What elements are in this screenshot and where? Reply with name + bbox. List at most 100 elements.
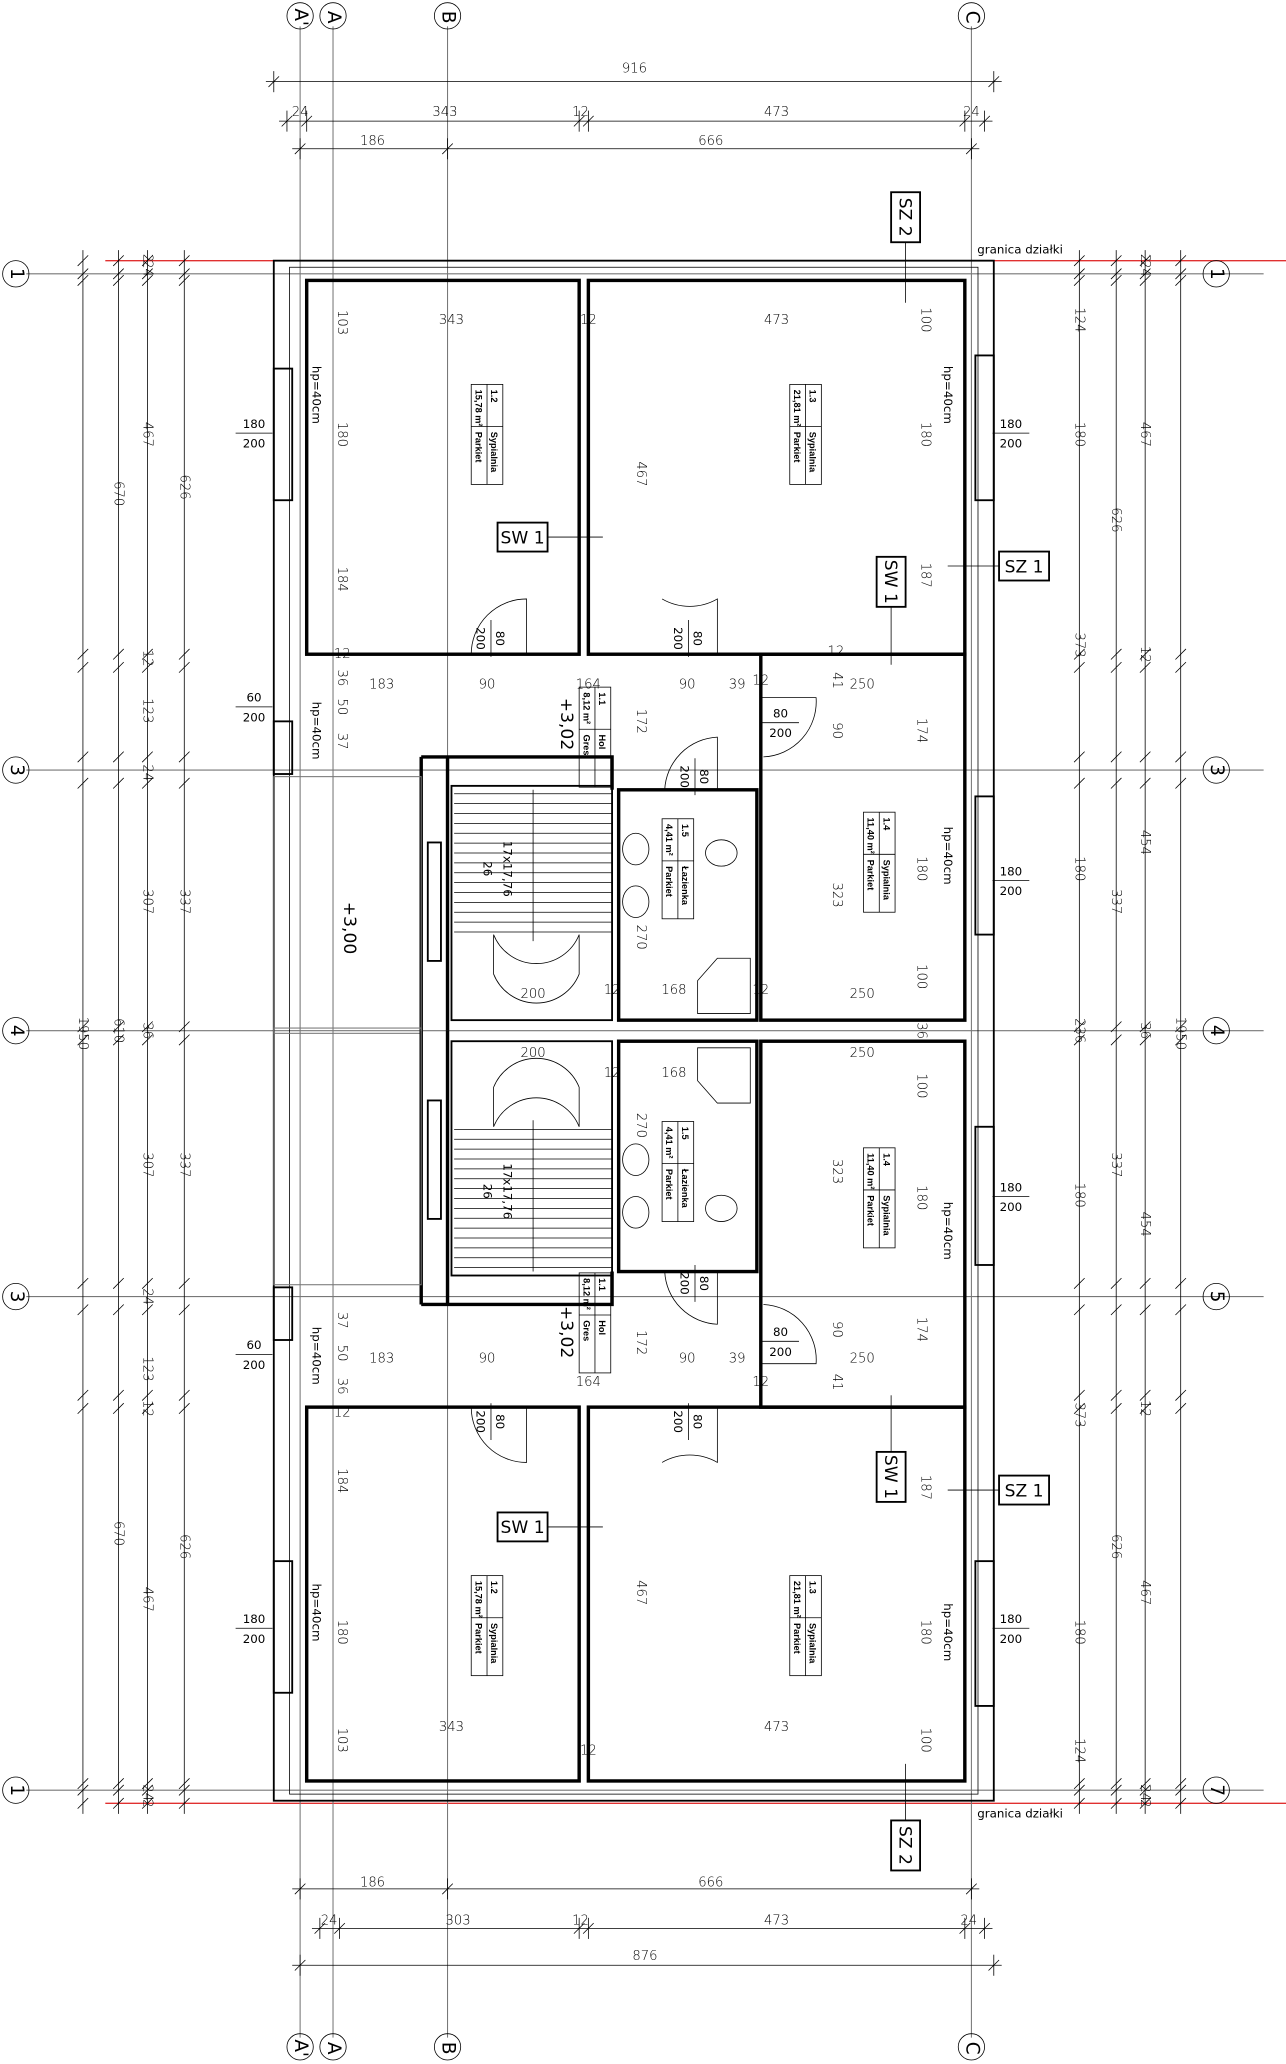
dimension-label: 100 <box>913 1073 928 1098</box>
dimension-tick <box>141 1021 153 1033</box>
window-size-height: 200 <box>1000 884 1023 898</box>
section-marker-sw-box <box>496 521 549 553</box>
dimension-tick <box>112 751 125 763</box>
room-area: 4,41 m² <box>664 824 674 856</box>
dimension-tick <box>178 661 190 673</box>
dimension-label: 473 <box>764 313 789 328</box>
room-name: Sypialnia <box>881 1195 891 1236</box>
dimension-label: 180 <box>334 422 349 447</box>
door-size-width: 80 <box>773 706 788 720</box>
dimension-tick <box>112 274 125 286</box>
dimension-label: 200 <box>521 1046 546 1061</box>
dimension-label: 2 <box>139 1799 154 1807</box>
axis-label: A <box>323 2042 344 2055</box>
level-mark: +3,02 <box>556 698 576 750</box>
dimension-label: 337 <box>1108 1152 1123 1177</box>
bathroom-wall <box>616 788 759 1022</box>
dimension-tick <box>1073 777 1085 789</box>
door-swing <box>470 598 527 655</box>
dimension-label: 12 <box>604 983 621 998</box>
section-marker-sw: SW 1 <box>875 1450 907 1503</box>
door-size-width: 80 <box>493 1414 507 1429</box>
stairs-tread-label: 26 <box>481 1184 495 1199</box>
door-size-height: 200 <box>473 1410 487 1433</box>
dimension-label: 250 <box>850 678 875 693</box>
dimension-label: 50 <box>334 1345 349 1362</box>
dimension-tick <box>77 1304 89 1316</box>
dimension-label: 103 <box>334 1728 349 1753</box>
dimension-label: 670 <box>110 481 125 506</box>
dimension-tick <box>1139 661 1151 673</box>
stairs-tread-label: 26 <box>481 861 495 876</box>
window-size-height: 200 <box>243 710 266 724</box>
section-marker-sz1: SZ 1 <box>998 550 1050 582</box>
door-size-height: 200 <box>769 1345 792 1359</box>
dimension-tick <box>1139 648 1151 660</box>
sill-height-label: hp=40cm <box>309 366 323 424</box>
axis-label: 5 <box>1206 1291 1227 1303</box>
dimension-tick <box>141 274 153 286</box>
window-size-height: 200 <box>1000 1632 1023 1646</box>
dimension-tick <box>141 661 153 673</box>
room-area: 21,81 m² <box>792 390 802 427</box>
dimension-label: 24 <box>139 1288 154 1305</box>
window <box>974 795 995 936</box>
dimension-tick <box>77 777 89 789</box>
dimension-tick <box>1073 1778 1085 1790</box>
section-marker-sz2-box <box>890 191 921 244</box>
dimension-tick <box>1110 661 1122 673</box>
dimension-label: 467 <box>1137 1580 1152 1605</box>
window <box>974 1125 995 1266</box>
dimension-tick <box>1139 777 1151 789</box>
window-size-width: 180 <box>1000 417 1023 431</box>
dimension-tick <box>178 274 190 286</box>
dimension-label: 39 <box>729 678 746 693</box>
dimension-tick <box>1175 777 1187 789</box>
dimension-tick <box>178 1784 190 1796</box>
dimension-label: 36 <box>334 1378 349 1395</box>
dimension-label: 626 <box>176 474 191 499</box>
dimension-tick <box>1073 661 1085 673</box>
axis-label: 3 <box>6 764 27 776</box>
room-wall-bedroom <box>304 278 581 656</box>
dimension-tick <box>1175 1402 1187 1414</box>
room-number: 1.5 <box>680 1127 690 1140</box>
door-size: 80 200 <box>473 1403 507 1441</box>
dimension-tick <box>1073 648 1085 660</box>
dimension-label: 270 <box>633 1113 648 1138</box>
section-marker-sw-box <box>875 555 907 608</box>
dimension-label: 1950 <box>1173 1017 1188 1050</box>
room-floor: Parkiet <box>664 1169 674 1200</box>
dimension-label: 24 <box>1137 260 1152 277</box>
dimension-tick <box>1139 1778 1151 1790</box>
dimension-tick <box>141 268 153 280</box>
dimension-label: 24 <box>960 1913 977 1928</box>
axis-bubble <box>433 2 462 30</box>
room-name: Sypialnia <box>808 1623 818 1664</box>
dimension-tick <box>141 1034 153 1046</box>
dimension-label: 124 <box>1071 307 1086 332</box>
dimension-label: 12 <box>752 983 769 998</box>
dimension-label: 373 <box>1071 1402 1086 1427</box>
dimension-label: 180 <box>1071 1620 1086 1645</box>
dimension-tick <box>141 1389 153 1401</box>
dimension-tick <box>1073 1304 1085 1316</box>
dimension-label: 337 <box>176 1152 191 1177</box>
dimension-tick <box>141 1797 153 1809</box>
section-marker-sw-box <box>875 1450 907 1503</box>
window-size-width: 60 <box>247 1338 262 1352</box>
dimension-tick <box>1175 274 1187 286</box>
door-swing <box>664 736 718 790</box>
section-marker-sw-text: SW 1 <box>880 560 900 604</box>
room-area: 21,81 m² <box>792 1581 802 1618</box>
axis-label: 4 <box>6 1025 27 1037</box>
door-swing <box>470 1407 527 1463</box>
